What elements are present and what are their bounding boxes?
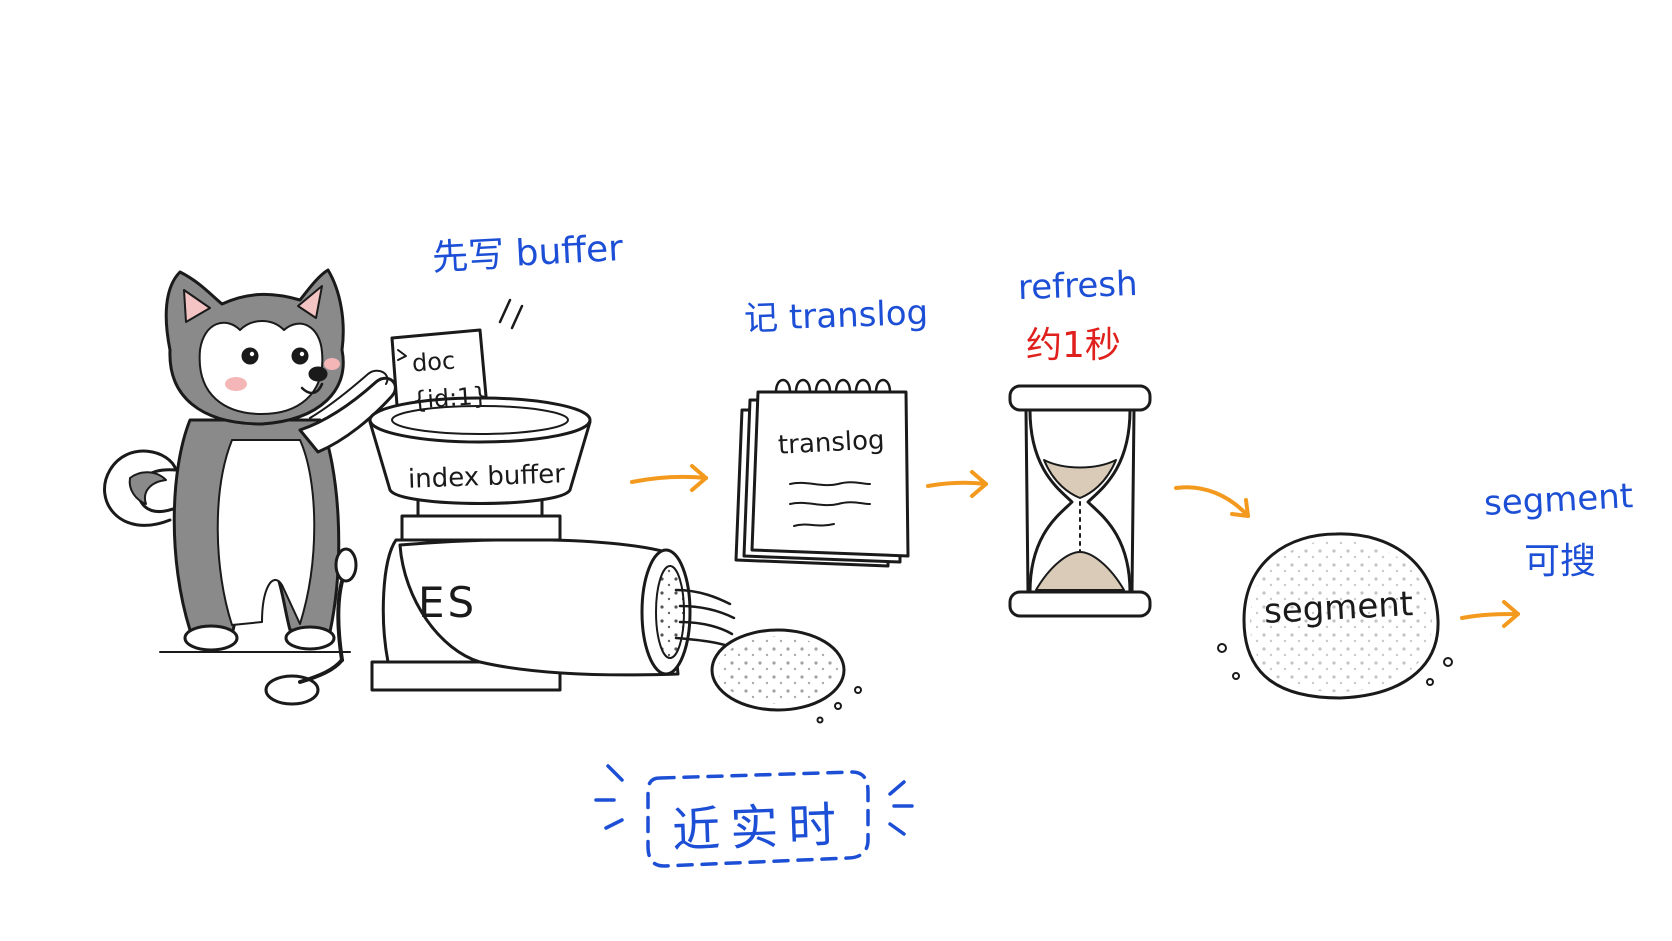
refresh-label: refresh (1017, 263, 1139, 309)
segment-searchable-label-line2: 可搜 (1524, 541, 1597, 582)
write-translog-label: 记 translog (743, 292, 929, 340)
write-buffer-label: 先写 buffer (431, 228, 625, 279)
arrow-buffer-to-translog (630, 464, 708, 492)
husky-illustration (103, 268, 397, 653)
emphasis-marks (594, 764, 914, 836)
refresh-interval-label: 约1秒 (1026, 325, 1121, 366)
cookie-small-illustration (710, 628, 862, 724)
segment-searchable-label-line1: segment (1483, 476, 1635, 524)
hopper-label: index buffer (407, 459, 566, 495)
segment-cookie-illustration (1217, 532, 1453, 700)
arrow-refresh-to-segment (1174, 485, 1250, 518)
near-realtime-label: 近实时 (671, 796, 848, 860)
doc-text-line1: doc (411, 346, 457, 378)
machine-label: ES (418, 578, 478, 627)
grinder-machine-illustration (264, 396, 736, 706)
notebook-illustration (734, 378, 910, 568)
arrow-segment-to-searchable (1460, 600, 1520, 628)
arrow-translog-to-refresh (926, 470, 988, 498)
notebook-label: translog (777, 425, 886, 461)
doc-text-line2: {id:1} (411, 381, 489, 415)
segment-label: segment (1263, 584, 1415, 632)
near-realtime-box (646, 770, 870, 868)
hourglass-illustration (1008, 384, 1152, 618)
